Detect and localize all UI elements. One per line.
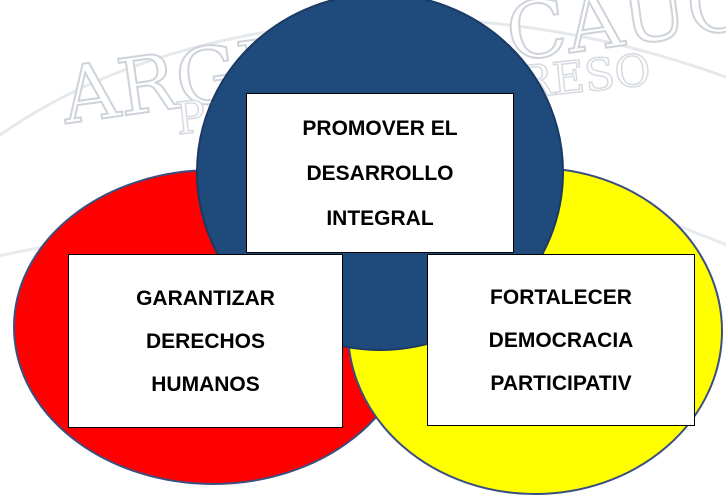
box-left-line1: GARANTIZAR — [136, 286, 275, 310]
box-fortalecer-democracia: FORTALECER DEMOCRACIA PARTICIPATIV — [427, 254, 695, 426]
box-right-line1: FORTALECER — [490, 285, 632, 309]
box-left-line3: HUMANOS — [151, 372, 260, 396]
box-promover-desarrollo: PROMOVER EL DESARROLLO INTEGRAL — [246, 93, 514, 253]
box-top-line3: INTEGRAL — [326, 206, 434, 230]
box-right-line3: PARTICIPATIV — [490, 371, 632, 395]
box-left-line2: DERECHOS — [145, 329, 266, 353]
box-garantizar-derechos: GARANTIZAR DERECHOS HUMANOS — [68, 254, 343, 428]
box-top-line1: PROMOVER EL — [302, 116, 458, 140]
box-top-line2: DESARROLLO — [306, 161, 454, 185]
box-right-line2: DEMOCRACIA — [488, 328, 634, 352]
